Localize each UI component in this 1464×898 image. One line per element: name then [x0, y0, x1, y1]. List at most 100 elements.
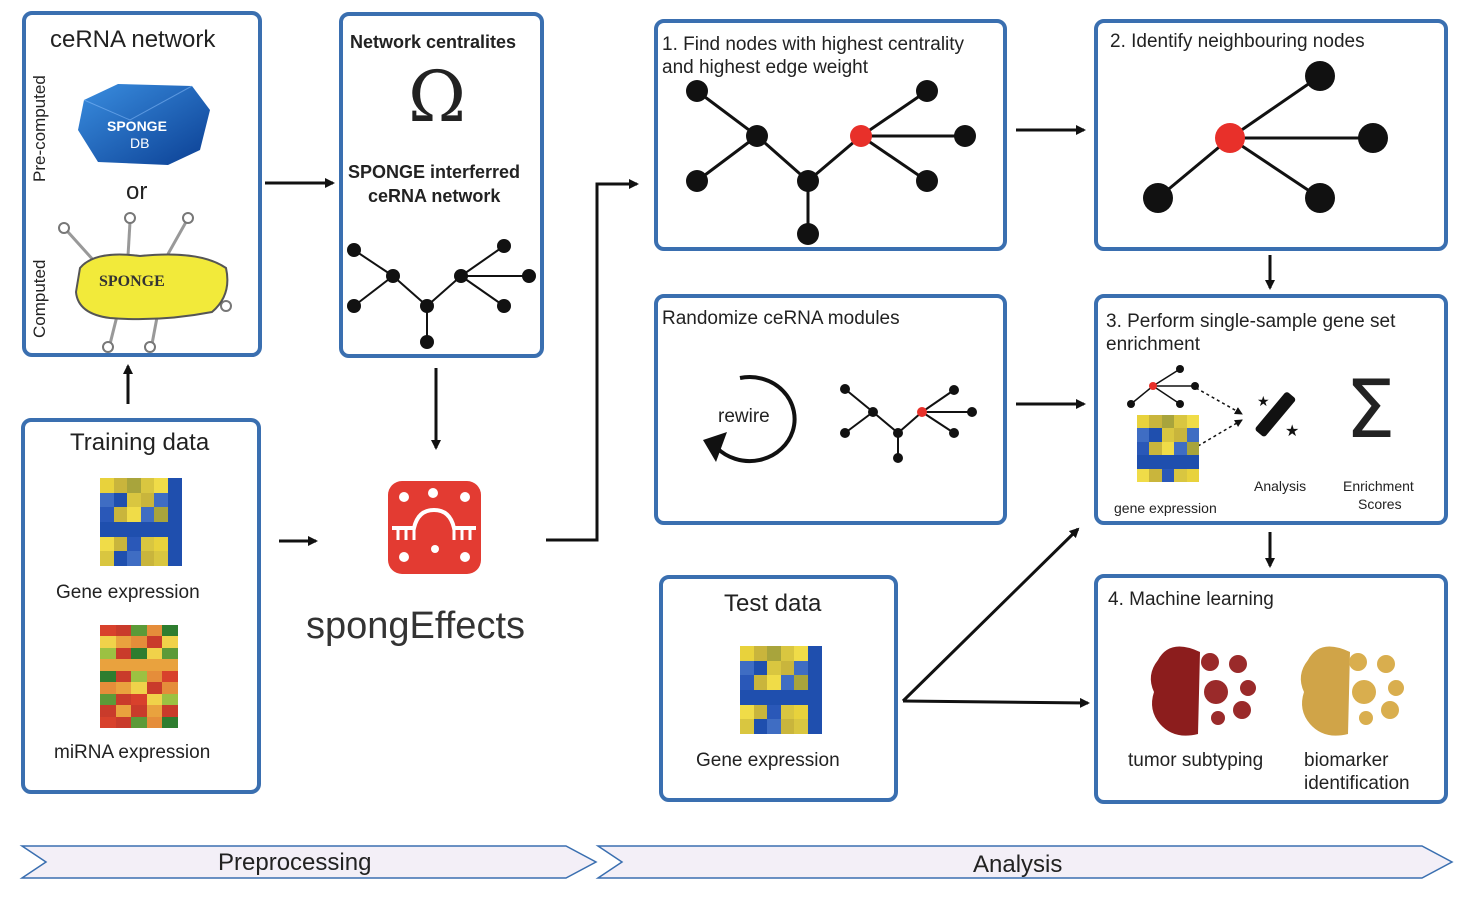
heatmap-cell	[146, 636, 163, 649]
heatmap-cell	[767, 690, 781, 706]
heatmap-cell	[162, 625, 179, 637]
heatmap-cell	[780, 675, 795, 691]
heatmap-cell	[127, 522, 141, 538]
biomarker-label-1: biomarker	[1304, 750, 1389, 771]
heatmap-cell	[740, 704, 754, 720]
heatmap-cell	[1186, 455, 1200, 470]
centralities-subtitle-2: ceRNA network	[368, 186, 501, 206]
spongeffects-name: spongEffects	[306, 605, 526, 647]
sigma-symbol: Σ	[1345, 363, 1396, 456]
heatmap-cell	[753, 704, 768, 720]
phase-preprocessing: Preprocessing	[218, 849, 372, 876]
heatmap-cell	[1137, 415, 1150, 429]
heatmap-cell	[100, 682, 117, 695]
heatmap-cell	[162, 659, 179, 672]
heatmap-cell	[767, 704, 781, 720]
centralities-network	[347, 239, 536, 349]
step2-box	[1094, 19, 1448, 251]
heatmap-cell	[1174, 455, 1188, 470]
training-data-title: Training data	[70, 429, 210, 456]
heatmap-cell	[127, 478, 141, 494]
heatmap-cell	[1161, 428, 1175, 443]
step3-title-2: enrichment	[1106, 334, 1200, 355]
sponge-logo-text: SPONGE	[99, 273, 165, 290]
heatmap-cell	[1149, 441, 1163, 456]
heatmap-cell	[1137, 441, 1150, 456]
heatmap-cell	[100, 522, 114, 538]
step4-title: 4. Machine learning	[1108, 589, 1274, 610]
step1-title-2: and highest edge weight	[662, 57, 868, 78]
spongeffects-logo	[388, 481, 481, 574]
heatmap-cell	[807, 675, 822, 691]
heatmap-cell	[807, 719, 822, 735]
brain-gears-red-icon	[1150, 646, 1256, 736]
centralities-subtitle-1: SPONGE interferred	[348, 162, 521, 182]
step2-title: 2. Identify neighbouring nodes	[1110, 31, 1365, 52]
heatmap-cell	[146, 716, 163, 729]
heatmap-cell	[162, 636, 179, 649]
heatmap-cell	[1161, 441, 1175, 456]
heatmap-cell	[113, 536, 128, 552]
heatmap-cell	[115, 647, 132, 660]
heatmap-cell	[115, 670, 132, 683]
heatmap-cell	[753, 675, 768, 691]
heatmap-cell	[100, 625, 117, 637]
magic-wand-icon: ★ ★	[1255, 392, 1299, 440]
heatmap-cell	[807, 704, 822, 720]
heatmap-cell	[740, 675, 754, 691]
analysis-label: Analysis	[1254, 478, 1307, 494]
heatmap-cell	[780, 719, 795, 735]
heatmap-cell	[127, 551, 141, 567]
heatmap-cell	[1186, 441, 1200, 456]
heatmap-cell	[131, 625, 148, 637]
heatmap-cell	[1149, 455, 1163, 470]
heatmap-cell	[167, 507, 182, 523]
heatmap-cell	[115, 625, 132, 637]
heatmap-cell	[146, 670, 163, 683]
heatmap-cell	[1161, 455, 1175, 470]
network-centralities-title: Network centralites	[350, 32, 517, 52]
heatmap-cell	[1149, 468, 1163, 483]
network-centralities-box	[339, 12, 544, 358]
heatmap-cell	[1149, 428, 1163, 443]
heatmap-cell	[146, 659, 163, 672]
heatmap-cell	[807, 660, 822, 676]
heatmap-cell	[740, 719, 754, 735]
heatmap-cell	[753, 660, 768, 676]
heatmap-cell	[767, 675, 781, 691]
heatmap-cell	[140, 492, 155, 508]
heatmap-cell	[154, 492, 168, 508]
heatmap-cell	[100, 659, 117, 672]
heatmap-cell	[100, 670, 117, 683]
heatmap-cell	[1186, 468, 1200, 483]
heatmap-cell	[167, 522, 182, 538]
heatmap-cell	[162, 647, 179, 660]
phase-banners	[19, 845, 1454, 879]
heatmap-cell	[1137, 455, 1150, 470]
heatmap-cell	[131, 636, 148, 649]
heatmap-cell	[113, 551, 128, 567]
test-gene-label: Gene expression	[696, 750, 840, 771]
heatmap-cell	[162, 693, 179, 706]
heatmap-cell	[794, 719, 808, 735]
omega-symbol: Ω	[408, 56, 467, 138]
heatmap-cell	[140, 536, 155, 552]
sponge-logo	[58, 212, 232, 353]
heatmap-cell	[131, 659, 148, 672]
heatmap-cell	[100, 705, 117, 718]
heatmap-cell	[807, 646, 822, 662]
heatmap-cell	[1174, 415, 1188, 429]
heatmap-cell	[753, 690, 768, 706]
heatmap-cell	[146, 705, 163, 718]
heatmap-cell	[794, 690, 808, 706]
heatmap-cell	[1161, 415, 1175, 429]
heatmap-cell	[1174, 428, 1188, 443]
heatmap-cell	[1186, 428, 1200, 443]
heatmap-cell	[100, 716, 117, 729]
svg-text:★: ★	[1285, 421, 1299, 440]
heatmap-cell	[780, 646, 795, 662]
heatmap-cell	[113, 478, 128, 494]
heatmap-cell	[100, 693, 117, 706]
heatmap-cell	[115, 705, 132, 718]
